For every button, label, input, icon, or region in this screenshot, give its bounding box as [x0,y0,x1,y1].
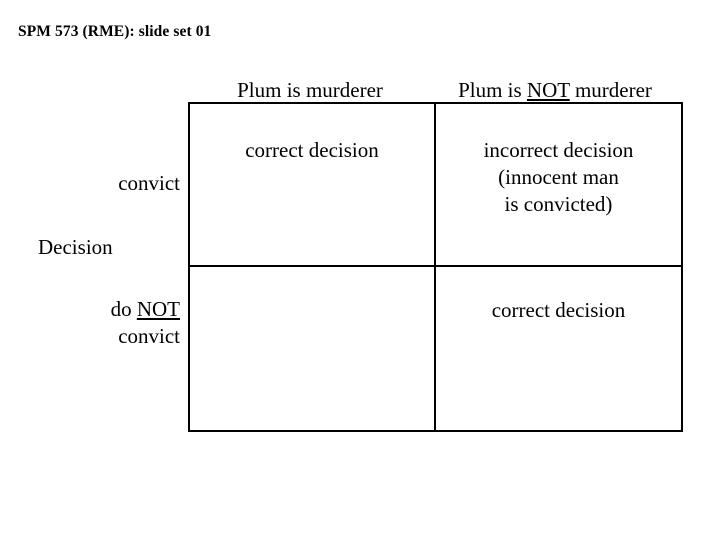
row-label-convict: convict [0,170,180,197]
cell-do-not-convict-murderer [188,265,436,432]
row-label-0-prefix: convict [118,171,180,195]
row-label-do-not-convict: do NOT convict [0,296,180,350]
column-header-1-emphasis: NOT [526,78,570,102]
page-title: SPM 573 (RME): slide set 01 [18,23,212,40]
cell-do-not-convict-not-murderer: correct decision [434,265,683,432]
cell-convict-not-murderer-line1: incorrect decision [483,138,634,162]
column-header-plum-is-murderer: Plum is murderer [188,77,432,103]
column-header-0-prefix: Plum is murderer [237,78,383,102]
column-header-plum-is-not-murderer: Plum is NOT murderer [433,77,677,103]
decision-matrix-table: correct decision incorrect decision (inn… [188,102,683,432]
row-label-convict-line1: convict [0,170,180,197]
table-row: correct decision incorrect decision (inn… [188,102,683,267]
cell-convict-not-murderer-line3: is convicted) [504,192,613,216]
row-label-1-emphasis: NOT [136,297,180,321]
column-header-1-prefix: Plum is [458,78,527,102]
row-label-do-not-convict-line1: do NOT [0,296,180,323]
table-row: correct decision [188,265,683,432]
row-label-do-not-convict-line2: convict [118,324,180,348]
cell-convict-murderer: correct decision [188,102,436,267]
cell-convict-not-murderer-line2: (innocent man [498,165,619,189]
column-header-1-suffix: murderer [569,78,652,102]
cell-convict-not-murderer: incorrect decision (innocent man is conv… [434,102,683,267]
row-axis-label-decision: Decision [38,235,113,259]
cell-convict-murderer-line1: correct decision [245,138,379,162]
cell-do-not-convict-not-murderer-line1: correct decision [491,298,626,322]
row-label-1-prefix: do [110,297,137,321]
